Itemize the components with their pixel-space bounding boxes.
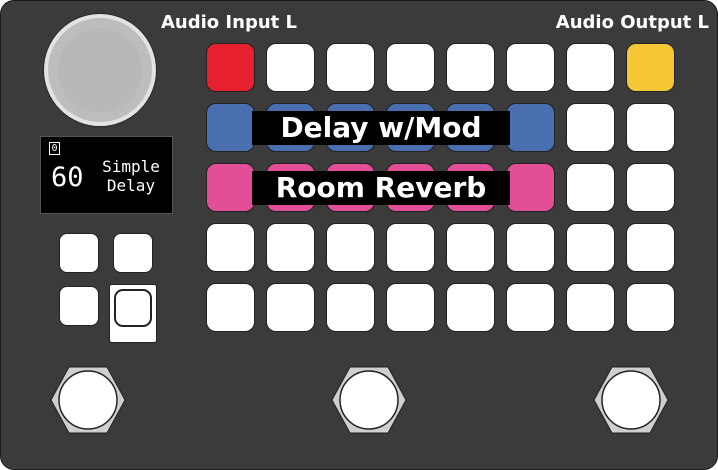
pad-r3-c1[interactable]: [206, 163, 255, 212]
pad-r4-c3[interactable]: [326, 223, 375, 272]
pad-r4-c6[interactable]: [506, 223, 555, 272]
selected-key[interactable]: [109, 284, 157, 343]
pad-r2-c7[interactable]: [566, 103, 615, 152]
pad-r3-c6[interactable]: [506, 163, 555, 212]
selected-key-cap: [114, 289, 152, 327]
preset-number: 60: [51, 162, 84, 193]
pad-r5-c4[interactable]: [386, 283, 435, 332]
main-knob[interactable]: [44, 14, 156, 126]
pad-r5-c7[interactable]: [566, 283, 615, 332]
knob-cap: [58, 28, 142, 112]
oled-display: 0 60 Simple Delay: [40, 136, 173, 214]
pad-r1-c6[interactable]: [506, 43, 555, 92]
pad-r1-c3[interactable]: [326, 43, 375, 92]
preset-name-line2: Delay: [106, 176, 156, 195]
footswitch-left[interactable]: [50, 366, 126, 434]
pad-r5-c8[interactable]: [626, 283, 675, 332]
pad-r2-c6[interactable]: [506, 103, 555, 152]
audio-input-label: Audio Input L: [161, 12, 297, 33]
pad-r5-c1[interactable]: [206, 283, 255, 332]
pad-r1-c1[interactable]: [206, 43, 255, 92]
pad-r2-c1[interactable]: [206, 103, 255, 152]
effect-label-delay: Delay w/Mod: [252, 111, 510, 145]
pad-r4-c5[interactable]: [446, 223, 495, 272]
pad-r1-c8[interactable]: [626, 43, 675, 92]
pad-r1-c4[interactable]: [386, 43, 435, 92]
pad-r5-c3[interactable]: [326, 283, 375, 332]
pad-r1-c7[interactable]: [566, 43, 615, 92]
footswitch-center[interactable]: [331, 366, 407, 434]
effect-label-reverb: Room Reverb: [252, 171, 510, 205]
pad-r1-c5[interactable]: [446, 43, 495, 92]
small-key-bottom-left[interactable]: [59, 286, 99, 326]
pad-r1-c2[interactable]: [266, 43, 315, 92]
small-key-top-left[interactable]: [59, 233, 99, 273]
pad-r5-c6[interactable]: [506, 283, 555, 332]
pad-r5-c2[interactable]: [266, 283, 315, 332]
pad-r4-c1[interactable]: [206, 223, 255, 272]
footswitch-right[interactable]: [593, 366, 669, 434]
pad-r4-c2[interactable]: [266, 223, 315, 272]
small-key-top-right[interactable]: [113, 233, 153, 273]
preset-name: Simple Delay: [96, 157, 166, 195]
pad-r3-c8[interactable]: [626, 163, 675, 212]
pad-r4-c7[interactable]: [566, 223, 615, 272]
display-indicator: 0: [49, 142, 60, 155]
preset-name-line1: Simple: [102, 157, 160, 176]
pad-r5-c5[interactable]: [446, 283, 495, 332]
audio-output-label: Audio Output L: [555, 12, 709, 33]
pad-r4-c8[interactable]: [626, 223, 675, 272]
pad-r3-c7[interactable]: [566, 163, 615, 212]
pad-r2-c8[interactable]: [626, 103, 675, 152]
pad-r4-c4[interactable]: [386, 223, 435, 272]
